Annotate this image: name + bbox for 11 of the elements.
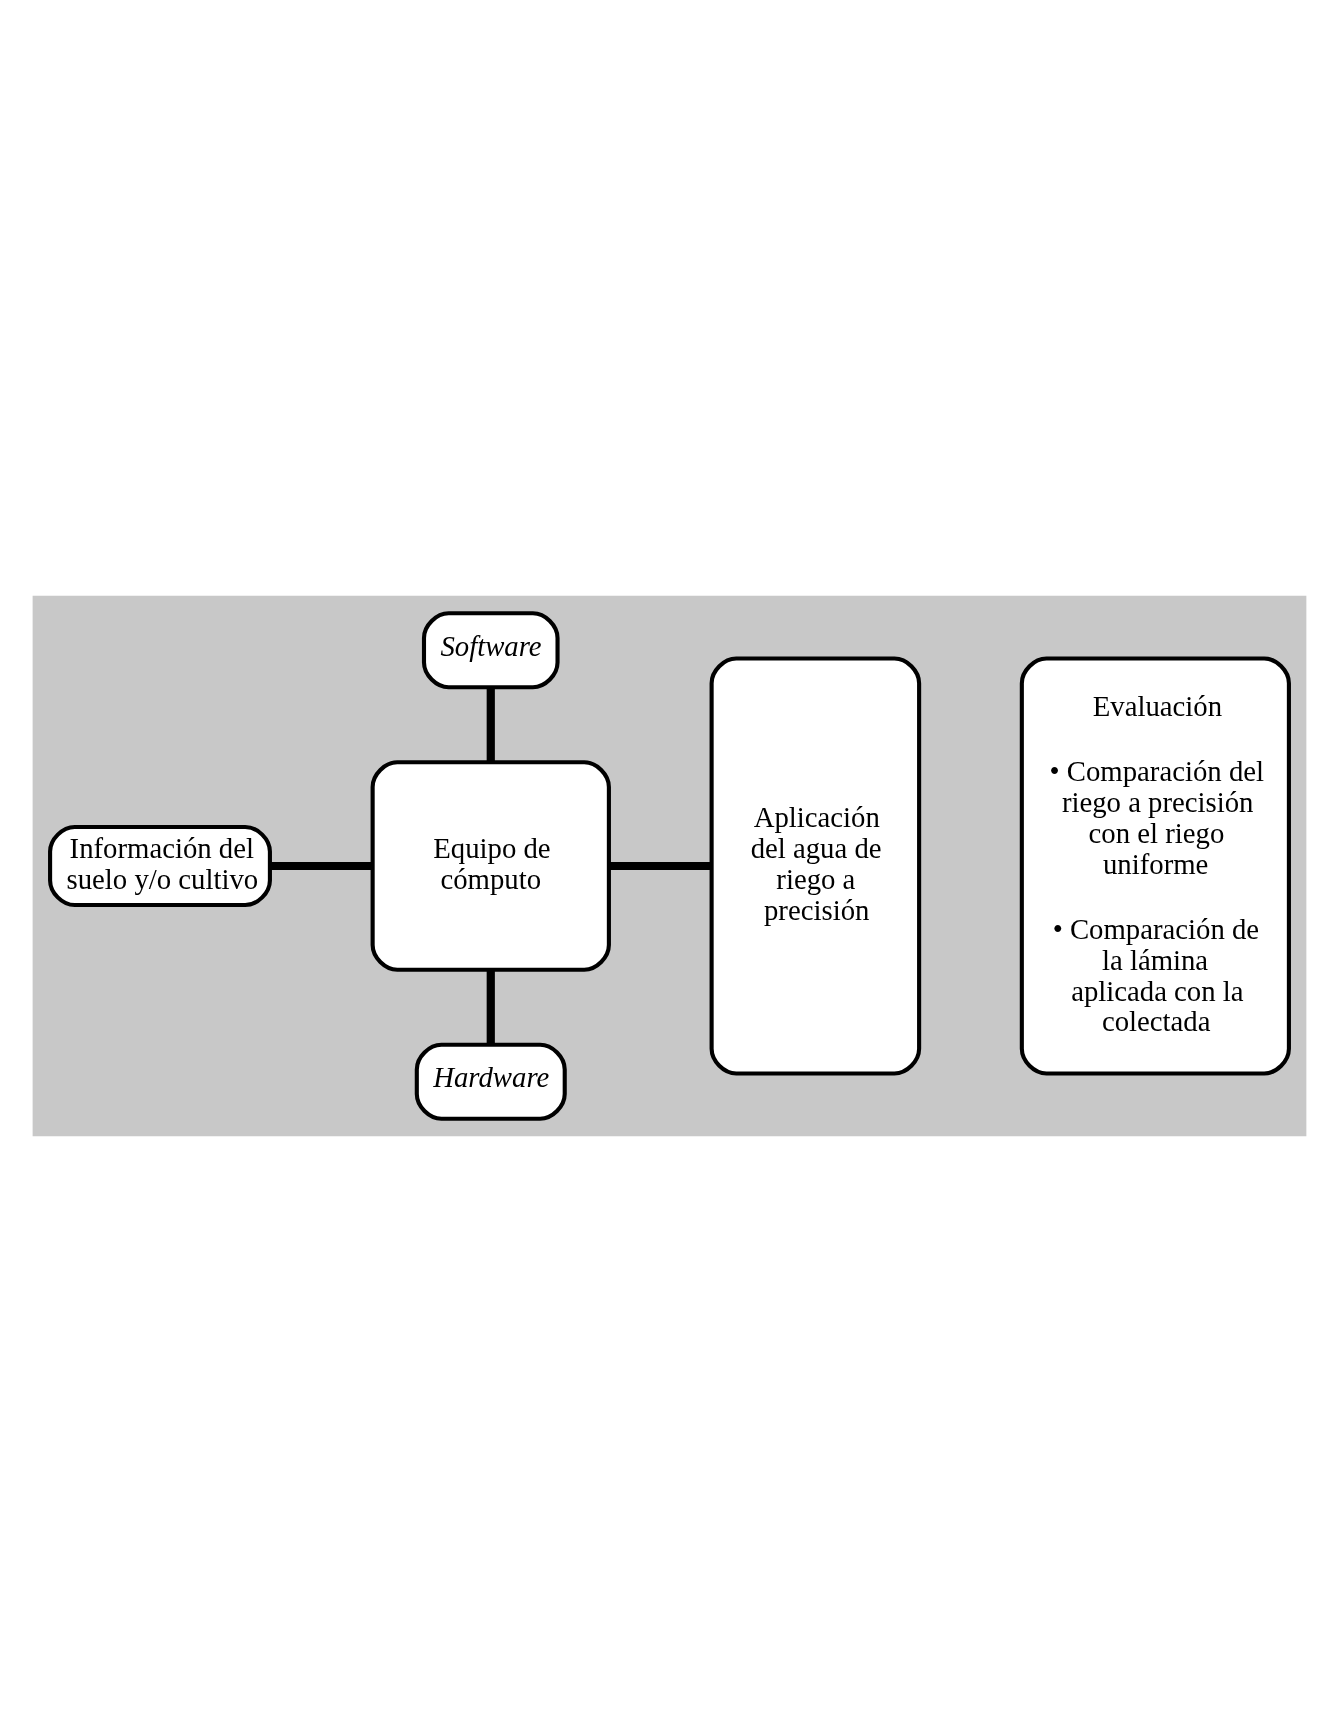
node-box: Evaluación • Comparación del riego a precisión con el riego uniforme • Comparación de la lámina aplicada con la colectada — [1019, 655, 1291, 1076]
connector — [486, 687, 495, 761]
connector — [269, 861, 373, 870]
node-box: Aplicación del agua de riego a precisión — [709, 655, 921, 1076]
node-box: Hardware — [414, 1042, 567, 1121]
cluster — [32, 595, 1306, 1136]
node-box: Equipo de cómputo — [370, 759, 611, 972]
node-box: Información del suelo y/o cultivo — [47, 824, 272, 907]
connector — [486, 969, 495, 1045]
connector — [608, 861, 712, 870]
node-box: Software — [421, 610, 560, 689]
